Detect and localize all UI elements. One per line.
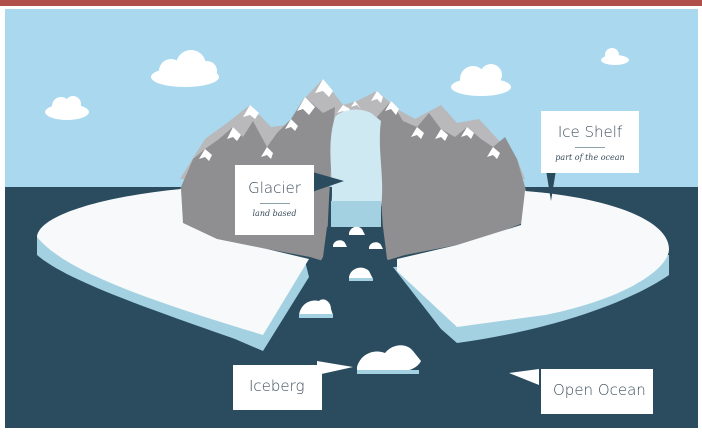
glacier-face xyxy=(331,201,381,229)
glacier xyxy=(330,109,383,207)
icebergs xyxy=(299,226,421,372)
iceberg-pointer xyxy=(317,361,353,375)
ice-shelf-title: Ice Shelf xyxy=(557,123,623,141)
glacier-subtitle: land based xyxy=(252,209,297,218)
ice-shelf-label: Ice Shelf part of the ocean xyxy=(541,111,639,173)
glacier-divider xyxy=(259,203,290,204)
ice-shelf-left xyxy=(37,189,309,335)
glacier-diagram xyxy=(5,9,698,428)
cloud-small xyxy=(601,48,629,65)
glacier-label: Glacier land based xyxy=(235,165,314,235)
open-ocean-title: Open Ocean xyxy=(553,381,646,399)
glacier-title: Glacier xyxy=(248,179,301,197)
cloud-right xyxy=(451,64,511,96)
diagram-frame: Glacier land based Ice Shelf part of the… xyxy=(5,9,698,428)
cloud-left xyxy=(45,96,89,120)
iceberg-shadows xyxy=(299,278,419,374)
mountain-front-right xyxy=(377,101,527,261)
ice-shelf-divider xyxy=(575,147,605,148)
cloud-mid xyxy=(151,50,219,87)
open-ocean-label: Open Ocean xyxy=(541,369,653,414)
iceberg-title: Iceberg xyxy=(249,377,305,395)
header-bar xyxy=(0,0,702,6)
ocean-pointer xyxy=(509,369,539,385)
ice-shelf-subtitle: part of the ocean xyxy=(555,153,625,162)
ice-shelf-right xyxy=(397,191,669,327)
glacier-pointer xyxy=(309,171,344,193)
iceberg-label: Iceberg xyxy=(233,365,322,410)
channel xyxy=(305,227,457,341)
shelf-pointer xyxy=(545,164,557,201)
